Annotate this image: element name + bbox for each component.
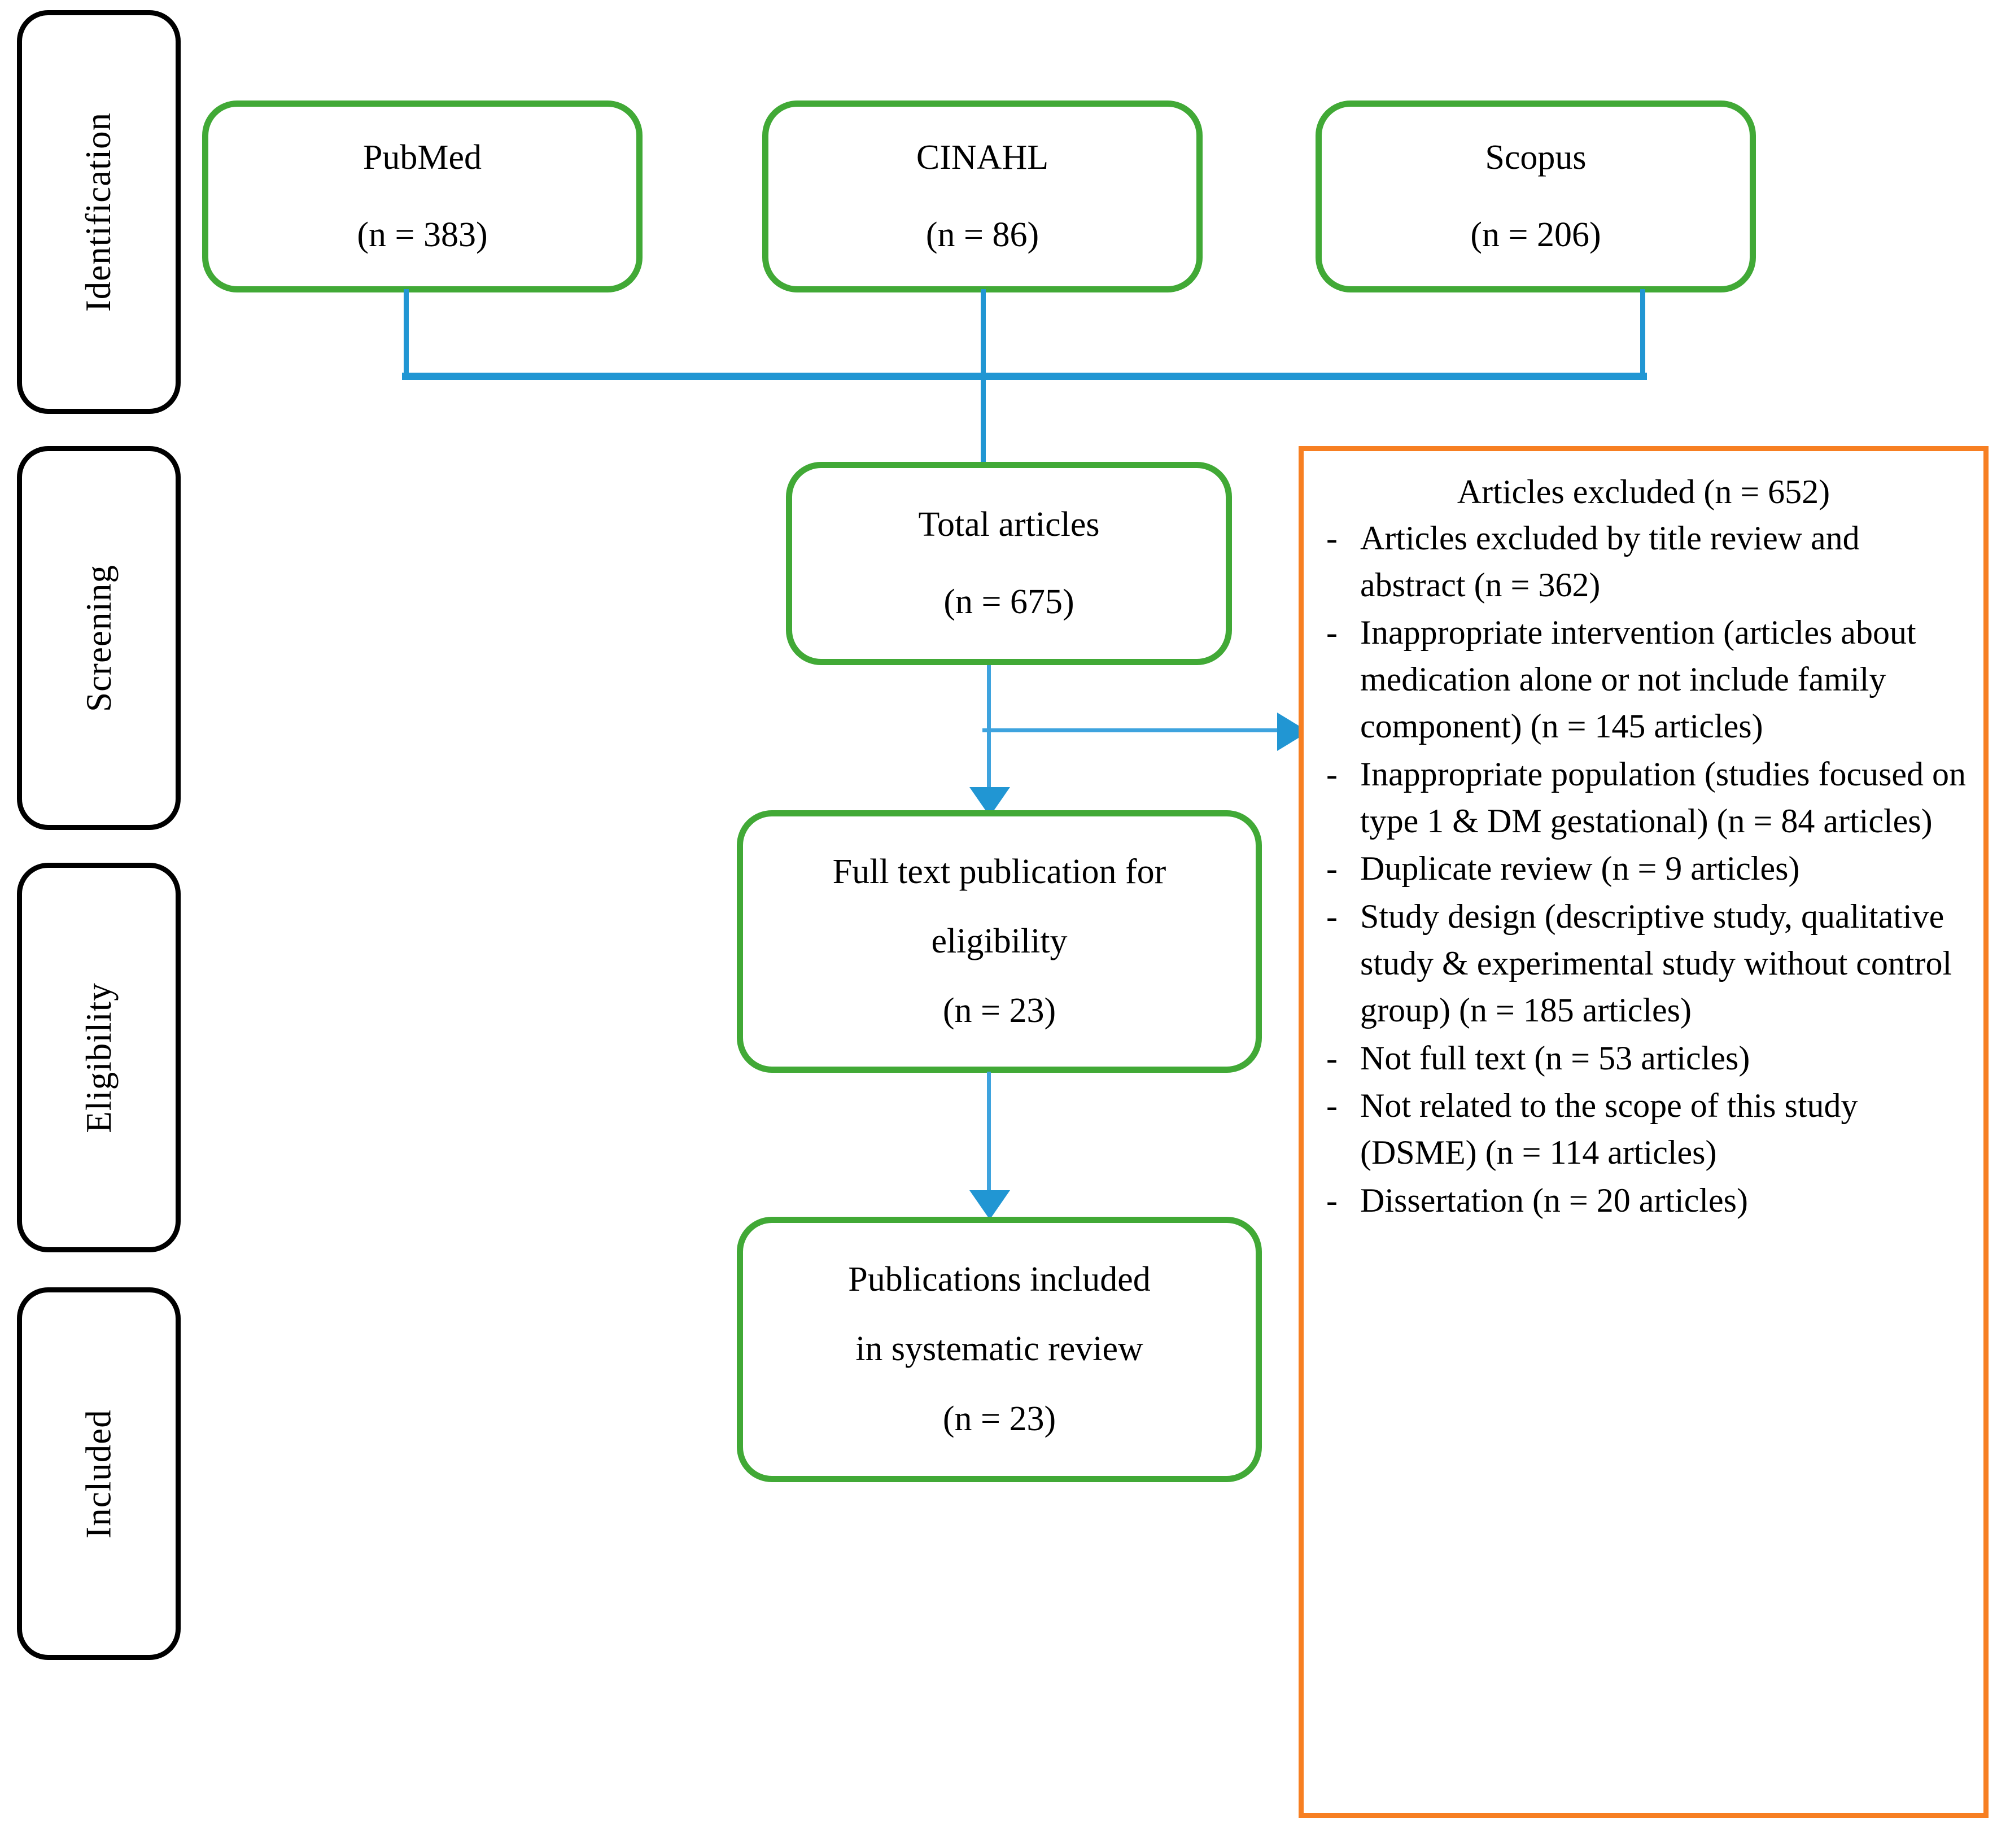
excluded-reason-item: Dissertation (n = 20 articles) xyxy=(1318,1177,1969,1224)
source-name-scopus: Scopus xyxy=(1485,138,1587,177)
included-count: (n = 23) xyxy=(942,1399,1056,1438)
excluded-articles-panel: Articles excluded (n = 652) Articles exc… xyxy=(1299,446,1989,1818)
stage-box-screening: Screening xyxy=(17,446,181,830)
fulltext-label-line2: eligibility xyxy=(931,921,1068,960)
excluded-articles-title: Articles excluded (n = 652) xyxy=(1457,473,1830,510)
stage-box-eligibility: Eligibility xyxy=(17,863,181,1252)
excluded-reason-item: Not related to the scope of this study (… xyxy=(1318,1082,1969,1176)
fulltext-count: (n = 23) xyxy=(942,991,1056,1030)
stage-label-included: Included xyxy=(78,1409,119,1539)
connector-fulltext-to-included xyxy=(987,1072,991,1199)
arrow-fulltext-to-included xyxy=(969,1190,1010,1220)
stage-label-identification: Identification xyxy=(78,112,119,312)
source-count-pubmed: (n = 383) xyxy=(357,216,488,254)
stage-box-identification: Identification xyxy=(17,10,181,414)
source-name-pubmed: PubMed xyxy=(362,138,482,177)
included-label-line2: in systematic review xyxy=(855,1330,1143,1369)
total-articles-count: (n = 675) xyxy=(943,583,1074,621)
fulltext-label-line1: Full text publication for xyxy=(832,852,1166,891)
flow-node-publications-included: Publications included in systematic revi… xyxy=(737,1217,1262,1482)
source-node-pubmed: PubMed (n = 383) xyxy=(202,101,643,292)
excluded-reason-item: Study design (descriptive study, qualita… xyxy=(1318,893,1969,1033)
connector-total-to-excluded xyxy=(982,728,1287,732)
excluded-reason-item: Inappropriate intervention (articles abo… xyxy=(1318,609,1969,749)
stage-label-eligibility: Eligibility xyxy=(78,982,119,1133)
source-name-cinahl: CINAHL xyxy=(916,138,1049,177)
stage-box-included: Included xyxy=(17,1287,181,1660)
source-count-cinahl: (n = 86) xyxy=(925,216,1039,254)
flow-node-total-articles: Total articles (n = 675) xyxy=(786,462,1232,665)
source-count-scopus: (n = 206) xyxy=(1470,216,1601,254)
excluded-reason-item: Not full text (n = 53 articles) xyxy=(1318,1035,1969,1082)
stage-label-screening: Screening xyxy=(78,564,119,712)
source-node-scopus: Scopus (n = 206) xyxy=(1316,101,1756,292)
connector-pubmed-down xyxy=(404,289,409,377)
excluded-reason-item: Duplicate review (n = 9 articles) xyxy=(1318,845,1969,892)
flow-node-full-text-eligibility: Full text publication for eligibility (n… xyxy=(737,810,1262,1073)
total-articles-label: Total articles xyxy=(918,505,1100,544)
connector-merge-bus xyxy=(402,373,1647,380)
connector-scopus-down xyxy=(1640,289,1645,377)
excluded-reason-item: Inappropriate population (studies focuse… xyxy=(1318,751,1969,845)
excluded-reasons-list: Articles excluded by title review and ab… xyxy=(1318,515,1969,1224)
connector-bus-to-total xyxy=(981,373,986,469)
source-node-cinahl: CINAHL (n = 86) xyxy=(762,101,1203,292)
included-label-line1: Publications included xyxy=(848,1260,1151,1299)
excluded-reason-item: Articles excluded by title review and ab… xyxy=(1318,515,1969,609)
connector-cinahl-down xyxy=(981,289,986,377)
